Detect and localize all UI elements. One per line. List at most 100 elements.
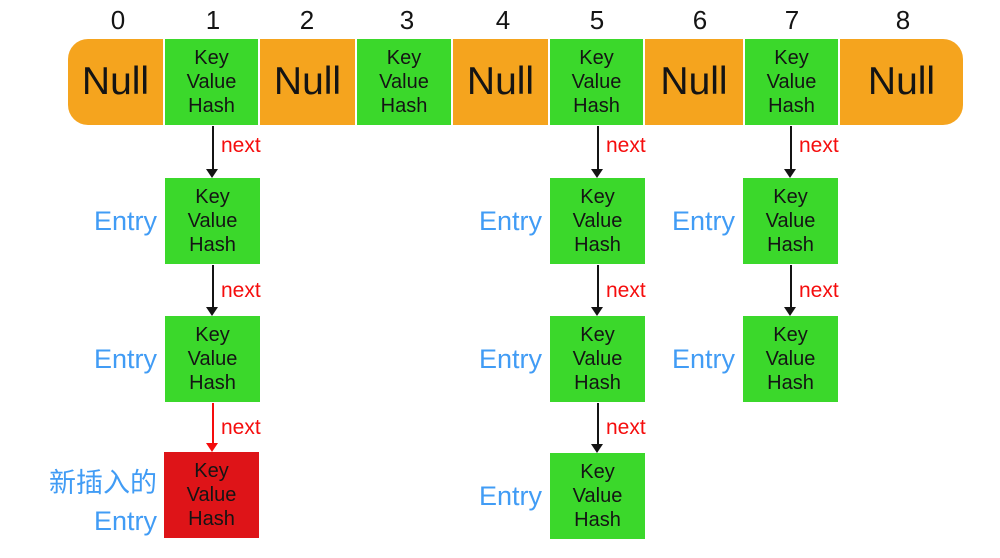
bucket-cell-8-null: Null xyxy=(840,39,963,125)
bucket-index-5: 5 xyxy=(589,5,605,35)
null-label: Null xyxy=(466,60,535,103)
next-arrow-line xyxy=(790,265,792,307)
hash-field: Hash xyxy=(767,372,814,394)
entry-fields: Key Value Hash xyxy=(187,459,237,531)
hash-field: Hash xyxy=(188,95,235,117)
entry-label-bucket5-1: Entry xyxy=(478,206,542,236)
value-field: Value xyxy=(186,71,237,93)
next-label: next xyxy=(799,279,839,302)
hash-field: Hash xyxy=(380,95,428,117)
next-arrow-head xyxy=(784,169,796,178)
next-arrow-line xyxy=(597,126,599,169)
next-arrow-line xyxy=(597,403,599,444)
hash-field: Hash xyxy=(188,508,235,530)
null-label: Null xyxy=(273,60,342,103)
value-field: Value xyxy=(571,71,622,93)
entry-fields: Key Value Hash xyxy=(573,460,623,532)
next-arrow-head xyxy=(591,169,603,178)
hash-field: Hash xyxy=(574,234,621,256)
entry-box-bucket5-3: Key Value Hash xyxy=(550,453,645,539)
key-field: Key xyxy=(773,186,808,208)
entry-box-bucket5-2: Key Value Hash xyxy=(550,316,645,402)
bucket-cell-0-null: Null xyxy=(68,39,163,125)
entry-fields: Key Value Hash xyxy=(572,46,622,118)
next-label: next xyxy=(221,279,261,302)
next-label: next xyxy=(221,416,261,439)
hash-field: Hash xyxy=(767,234,814,256)
next-label: next xyxy=(606,416,646,439)
next-label: next xyxy=(606,279,646,302)
bucket-index-3: 3 xyxy=(399,5,415,35)
value-field: Value xyxy=(572,348,623,370)
bucket-cell-1-entry: Key Value Hash xyxy=(165,39,258,125)
value-field: Value xyxy=(379,71,429,93)
next-arrow-head xyxy=(784,307,796,316)
entry-box-bucket7-1: Key Value Hash xyxy=(743,178,838,264)
bucket-cell-5-entry: Key Value Hash xyxy=(550,39,643,125)
value-field: Value xyxy=(186,484,237,506)
entry-label-bucket7-2: Entry xyxy=(671,344,735,374)
next-label: next xyxy=(799,134,839,157)
entry-fields: Key Value Hash xyxy=(766,185,816,257)
key-field: Key xyxy=(195,186,230,208)
bucket-index-6: 6 xyxy=(692,5,708,35)
next-arrow-line xyxy=(597,265,599,307)
hash-field: Hash xyxy=(574,509,621,531)
new-entry-label-line2: Entry xyxy=(93,506,157,536)
value-field: Value xyxy=(187,348,238,370)
bucket-index-8: 8 xyxy=(895,5,911,35)
key-field: Key xyxy=(773,324,808,346)
bucket-cell-7-entry: Key Value Hash xyxy=(745,39,838,125)
value-field: Value xyxy=(766,71,817,93)
next-arrow-head xyxy=(206,307,218,316)
next-arrow-line-red xyxy=(212,403,214,443)
entry-fields: Key Value Hash xyxy=(766,323,816,395)
hash-field: Hash xyxy=(573,95,620,117)
key-field: Key xyxy=(194,47,229,69)
bucket-array-bar: Null Key Value Hash Null Key Value Hash … xyxy=(68,39,963,125)
entry-box-bucket7-2: Key Value Hash xyxy=(743,316,838,402)
next-arrow-line xyxy=(790,126,792,169)
entry-box-bucket1-2: Key Value Hash xyxy=(165,316,260,402)
bucket-cell-3-entry: Key Value Hash xyxy=(357,39,451,125)
null-label: Null xyxy=(81,60,150,103)
value-field: Value xyxy=(765,348,816,370)
next-arrow-head xyxy=(206,169,218,178)
key-field: Key xyxy=(194,460,229,482)
bucket-index-2: 2 xyxy=(299,5,315,35)
entry-fields: Key Value Hash xyxy=(573,323,623,395)
bucket-index-0: 0 xyxy=(110,5,126,35)
bucket-index-4: 4 xyxy=(495,5,511,35)
next-arrow-head xyxy=(591,307,603,316)
key-field: Key xyxy=(580,186,615,208)
key-field: Key xyxy=(580,324,615,346)
entry-label-bucket5-2: Entry xyxy=(478,344,542,374)
next-arrow-head-red xyxy=(206,443,218,452)
entry-fields: Key Value Hash xyxy=(188,323,238,395)
new-entry-label-line1: 新插入的 xyxy=(49,468,157,498)
value-field: Value xyxy=(765,210,816,232)
hash-field: Hash xyxy=(768,95,815,117)
next-arrow-line xyxy=(212,265,214,307)
new-entry-box-bucket1: Key Value Hash xyxy=(164,452,259,538)
entry-box-bucket1-1: Key Value Hash xyxy=(165,178,260,264)
entry-fields: Key Value Hash xyxy=(187,46,237,118)
next-arrow-line xyxy=(212,126,214,169)
bucket-index-7: 7 xyxy=(784,5,800,35)
entry-label-bucket1-2: Entry xyxy=(93,344,157,374)
entry-fields: Key Value Hash xyxy=(767,46,817,118)
value-field: Value xyxy=(572,210,623,232)
key-field: Key xyxy=(195,324,230,346)
entry-fields: Key Value Hash xyxy=(188,185,238,257)
key-field: Key xyxy=(580,461,615,483)
next-label: next xyxy=(606,134,646,157)
entry-fields: Key Value Hash xyxy=(573,185,623,257)
next-arrow-head xyxy=(591,444,603,453)
bucket-cell-4-null: Null xyxy=(453,39,548,125)
entry-label-bucket5-3: Entry xyxy=(478,481,542,511)
hash-field: Hash xyxy=(189,234,236,256)
entry-label-bucket1-1: Entry xyxy=(93,206,157,236)
null-label: Null xyxy=(867,60,936,103)
key-field: Key xyxy=(579,47,614,69)
